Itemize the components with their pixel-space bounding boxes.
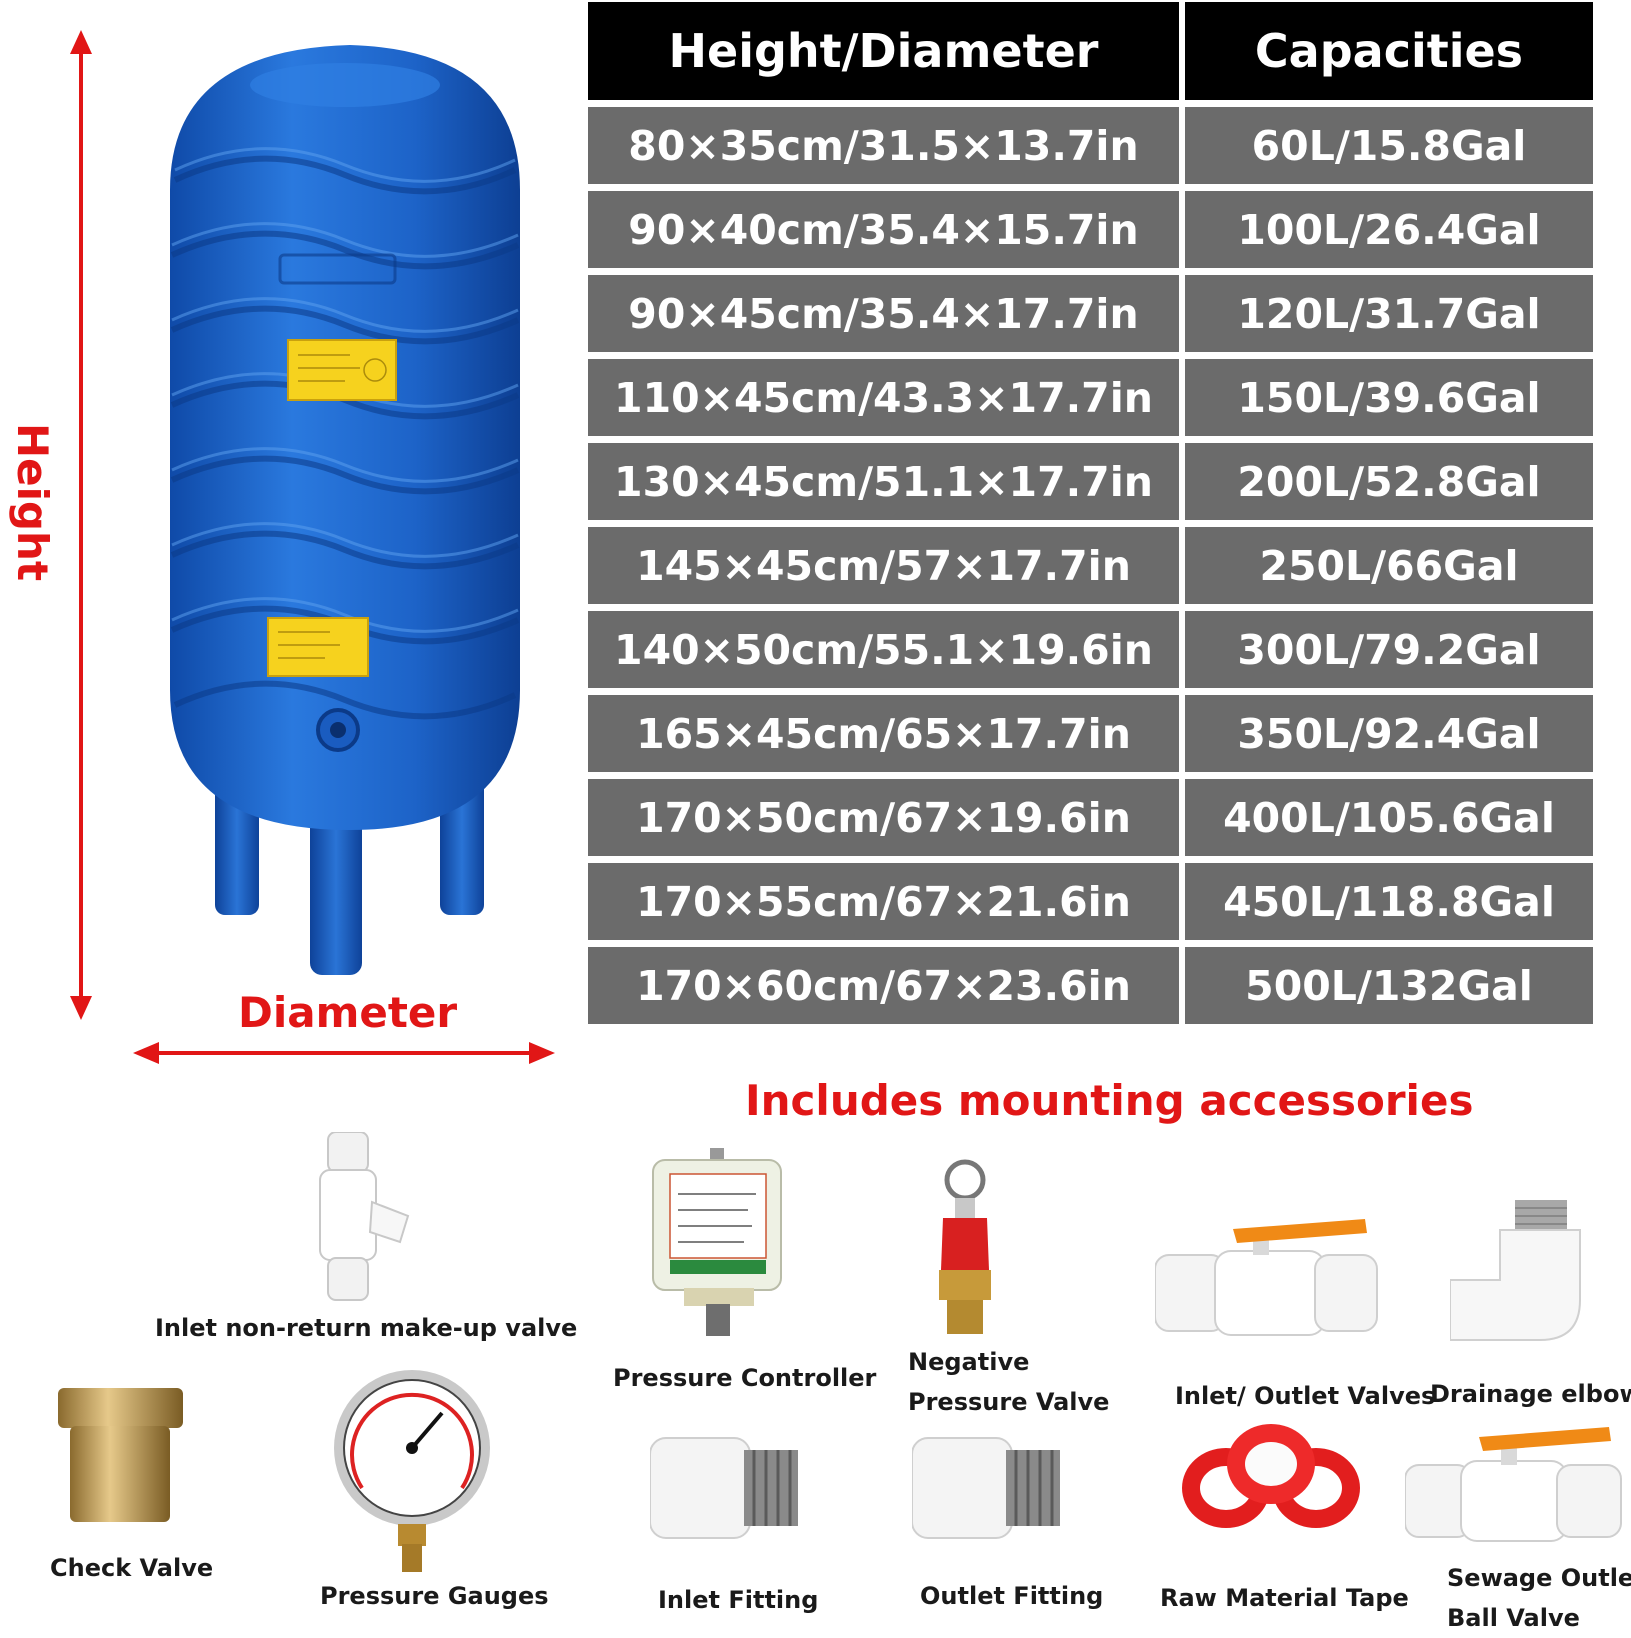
height-arrow [70,30,92,1020]
table-row: 170×60cm/67×23.6in 500L/132Gal [588,947,1593,1024]
pressure-gauges-label: Pressure Gauges [320,1582,549,1610]
size-cell: 80×35cm/31.5×13.7in [588,107,1179,184]
capacity-cell: 120L/31.7Gal [1185,275,1593,352]
capacity-cell: 200L/52.8Gal [1185,443,1593,520]
sewage-outlet-ball-valve-label-line1: Sewage Outlet [1447,1564,1631,1592]
table-row: 170×50cm/67×19.6in 400L/105.6Gal [588,779,1593,856]
drainage-elbow-label: Drainage elbow [1430,1380,1631,1408]
diameter-label: Diameter [238,988,458,1037]
table-row: 130×45cm/51.1×17.7in 200L/52.8Gal [588,443,1593,520]
pressure-controller-label: Pressure Controller [613,1364,877,1392]
capacity-cell: 100L/26.4Gal [1185,191,1593,268]
tank-leg [310,800,362,975]
table-row: 90×45cm/35.4×17.7in 120L/31.7Gal [588,275,1593,352]
inlet-fitting-label: Inlet Fitting [658,1586,819,1614]
size-cell: 170×50cm/67×19.6in [588,779,1179,856]
size-cell: 90×45cm/35.4×17.7in [588,275,1179,352]
diameter-arrow [133,1042,555,1064]
negative-pressure-valve-label-line2: Pressure Valve [908,1388,1110,1416]
tank-label-upper [287,339,397,401]
check-valve-label: Check Valve [50,1554,214,1582]
inlet-fitting-image [650,1437,798,1539]
size-cell: 90×40cm/35.4×15.7in [588,191,1179,268]
header-capacities: Capacities [1185,2,1593,100]
capacity-cell: 60L/15.8Gal [1185,107,1593,184]
capacity-cell: 300L/79.2Gal [1185,611,1593,688]
tank-label-lower [267,617,369,677]
table-row: 110×45cm/43.3×17.7in 150L/39.6Gal [588,359,1593,436]
size-cell: 110×45cm/43.3×17.7in [588,359,1179,436]
sewage-outlet-ball-valve-image [1405,1427,1622,1542]
table-header-row: Height/Diameter Capacities [588,2,1593,100]
check-valve-image [58,1388,183,1522]
raw-material-tape-image [1182,1424,1360,1528]
table-row: 140×50cm/55.1×19.6in 300L/79.2Gal [588,611,1593,688]
inlet-outlet-valves-label: Inlet/ Outlet Valves [1175,1382,1436,1410]
outlet-fitting-image [912,1437,1060,1539]
size-cell: 145×45cm/57×17.7in [588,527,1179,604]
tank-ribs [170,155,520,720]
inlet-nonreturn-valve-label: Inlet non-return make-up valve [155,1314,578,1342]
size-cell: 170×55cm/67×21.6in [588,863,1179,940]
capacity-cell: 500L/132Gal [1185,947,1593,1024]
sewage-outlet-ball-valve-label-line2: Ball Valve [1447,1604,1580,1632]
header-height-diameter: Height/Diameter [588,2,1179,100]
raw-material-tape-label: Raw Material Tape [1160,1584,1409,1612]
table-row: 90×40cm/35.4×15.7in 100L/26.4Gal [588,191,1593,268]
inlet-outlet-valves-image [1155,1219,1378,1336]
capacity-cell: 450L/118.8Gal [1185,863,1593,940]
size-cell: 130×45cm/51.1×17.7in [588,443,1179,520]
pressure-controller-image [652,1148,782,1336]
capacity-cell: 350L/92.4Gal [1185,695,1593,772]
table-row: 145×45cm/57×17.7in 250L/66Gal [588,527,1593,604]
pressure-gauge-image [334,1370,490,1572]
water-tank-image [170,45,520,975]
capacity-cell: 150L/39.6Gal [1185,359,1593,436]
size-cell: 140×50cm/55.1×19.6in [588,611,1179,688]
drainage-elbow-image [1450,1200,1581,1341]
tank-body [170,45,520,830]
size-cell: 165×45cm/65×17.7in [588,695,1179,772]
table-row: 170×55cm/67×21.6in 450L/118.8Gal [588,863,1593,940]
accessories-title: Includes mounting accessories [745,1076,1474,1125]
capacity-cell: 400L/105.6Gal [1185,779,1593,856]
height-label: Height [8,422,57,582]
capacity-cell: 250L/66Gal [1185,527,1593,604]
negative-pressure-valve-image [939,1159,991,1334]
size-cell: 170×60cm/67×23.6in [588,947,1179,1024]
outlet-fitting-label: Outlet Fitting [920,1582,1104,1610]
negative-pressure-valve-label-line1: Negative [908,1348,1030,1376]
inlet-nonreturn-valve-image [319,1132,410,1301]
table-row: 165×45cm/65×17.7in 350L/92.4Gal [588,695,1593,772]
table-row: 80×35cm/31.5×13.7in 60L/15.8Gal [588,107,1593,184]
